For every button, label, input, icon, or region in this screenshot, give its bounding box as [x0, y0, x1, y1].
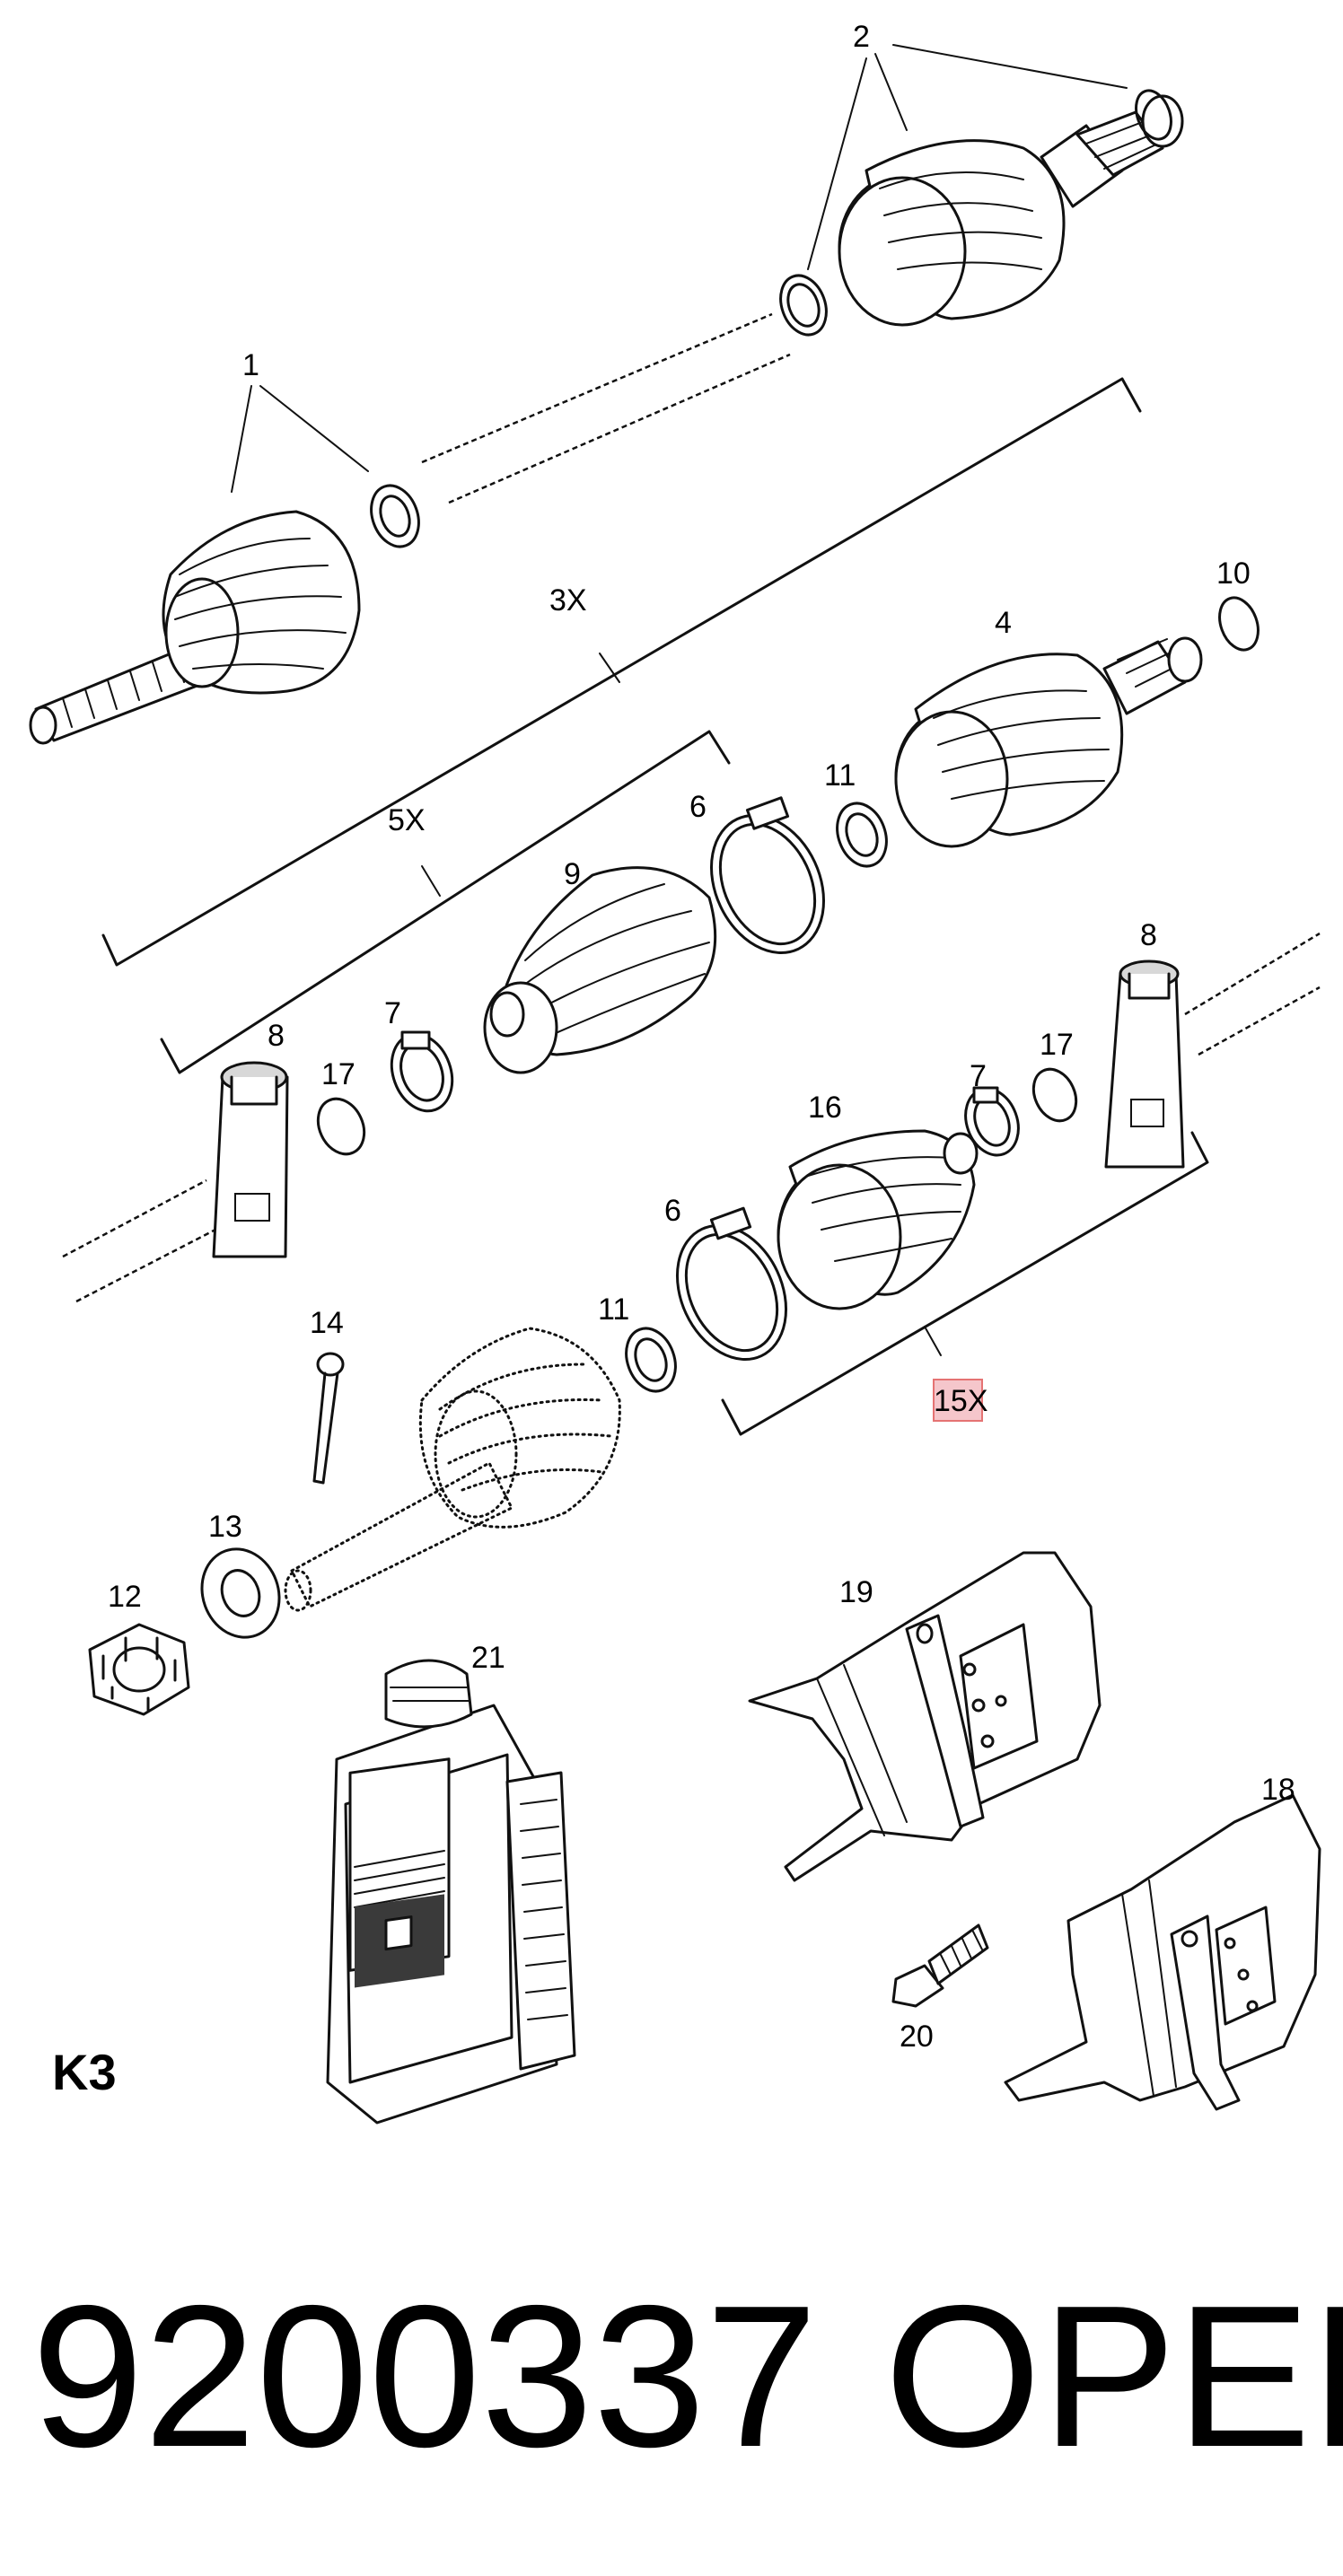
- part-14-split-pin: [312, 1352, 345, 1485]
- label-9: 9: [564, 857, 581, 891]
- bracket-3x: [101, 377, 1142, 967]
- part-6-clamp-upper: [710, 796, 825, 955]
- part-16-boot-lower: [777, 1129, 979, 1310]
- label-1: 1: [242, 348, 259, 382]
- label-3x: 3X: [549, 583, 587, 618]
- part-number: 9200337: [31, 2263, 818, 2489]
- part-20-bolt: [891, 1923, 989, 2008]
- part-19-heat-shield: [748, 1551, 1102, 1882]
- part-21-oil-bottle: [326, 1659, 576, 2125]
- part-8-grease-tube-right: [1104, 959, 1185, 1169]
- label-13: 13: [208, 1510, 242, 1544]
- label-16: 16: [808, 1091, 842, 1125]
- part-8-grease-tube-left: [212, 1061, 289, 1258]
- highlight-15x: [933, 1379, 983, 1422]
- label-11-upper: 11: [824, 758, 856, 793]
- page-code: K3: [52, 2044, 117, 2100]
- label-17-right: 17: [1040, 1028, 1074, 1062]
- part-17-ring-left: [316, 1097, 366, 1156]
- part-1-cv-joint-left: [29, 510, 361, 745]
- label-7-lower: 7: [970, 1059, 987, 1093]
- part-2-clip-rings: [779, 89, 1172, 337]
- label-21: 21: [471, 1641, 505, 1675]
- label-15x: 15X: [934, 1384, 988, 1418]
- label-19: 19: [839, 1575, 873, 1609]
- part-18-heat-shield: [1004, 1793, 1321, 2111]
- part-17-ring-right: [1031, 1067, 1078, 1123]
- label-4: 4: [995, 606, 1012, 640]
- label-17-left: 17: [321, 1057, 356, 1091]
- label-10: 10: [1216, 556, 1251, 591]
- label-18: 18: [1261, 1773, 1295, 1807]
- part-12-castle-nut: [88, 1623, 190, 1716]
- part-7-clip-upper: [390, 1030, 454, 1113]
- part-1-clip-ring: [370, 484, 420, 548]
- part-13-washer: [200, 1547, 281, 1639]
- label-8-left: 8: [268, 1019, 285, 1053]
- label-8-right: 8: [1140, 918, 1157, 952]
- label-6-upper: 6: [689, 790, 707, 824]
- part-9-boot-upper: [483, 866, 717, 1074]
- part-4-cv-joint-right: [894, 636, 1203, 848]
- label-12: 12: [108, 1580, 142, 1614]
- label-7-upper: 7: [384, 996, 401, 1030]
- bracket-5x: [160, 730, 731, 1074]
- label-20: 20: [900, 2020, 934, 2054]
- part-10-clip-ring: [1218, 596, 1260, 652]
- brand-name: OPEL: [884, 2263, 1343, 2489]
- label-5x: 5X: [388, 803, 426, 837]
- part-7-clip-lower: [964, 1086, 1020, 1157]
- bracket-15x: [721, 1131, 1209, 1436]
- label-14: 14: [310, 1306, 344, 1340]
- label-6-lower: 6: [664, 1194, 681, 1228]
- part-11-clip-upper: [836, 802, 888, 868]
- part-2-cv-joint-top: [838, 94, 1184, 327]
- part-6-clamp-lower: [675, 1206, 788, 1362]
- part-11-clip-lower: [625, 1327, 677, 1393]
- label-2: 2: [853, 20, 870, 54]
- label-11-lower: 11: [598, 1292, 629, 1327]
- reference-cv-joint-dotted: [284, 1327, 621, 1612]
